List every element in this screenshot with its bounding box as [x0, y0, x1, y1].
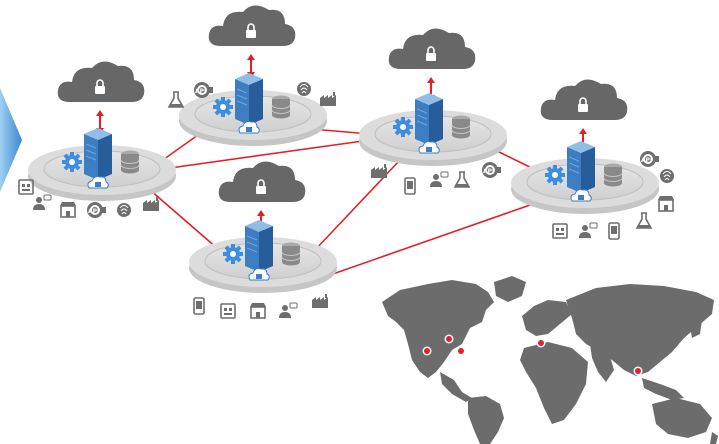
- node-east: API: [510, 78, 675, 240]
- mobile-icon: [404, 177, 416, 195]
- factory-icon: [143, 197, 159, 211]
- gear-icon: [213, 97, 233, 117]
- gear-icon: [62, 152, 82, 172]
- intro-chevron-arrow: [0, 88, 22, 192]
- fingerprint-icon: [296, 81, 312, 97]
- api-label: API: [483, 168, 494, 175]
- gear-icon: [393, 117, 413, 137]
- node-west: API: [18, 60, 177, 218]
- link-node-center-node-south: [314, 159, 401, 251]
- node-south: [188, 160, 338, 319]
- cloud-lock-icon: [217, 160, 307, 203]
- person-chat-icon: [578, 222, 598, 239]
- fingerprint-icon: [659, 168, 675, 184]
- api-label: API: [88, 208, 99, 215]
- cloud-lock-icon: [56, 60, 146, 103]
- person-chat-icon: [278, 302, 298, 319]
- server-icon: [244, 219, 274, 273]
- gear-icon: [545, 165, 565, 185]
- person-chat-icon: [32, 194, 52, 211]
- link-node-south-node-east: [329, 204, 531, 276]
- factory-icon: [320, 92, 336, 106]
- lab-flask-icon: [454, 171, 470, 188]
- world-map: [382, 276, 718, 444]
- marker-europe: [536, 338, 546, 348]
- store-icon: [220, 303, 236, 319]
- fingerprint-icon: [116, 202, 132, 218]
- factory-icon: [371, 164, 387, 178]
- database-icon: [281, 242, 301, 266]
- person-chat-icon: [429, 171, 449, 188]
- shop-icon: [249, 302, 267, 319]
- database-icon: [603, 163, 623, 187]
- marker-us-east: [456, 346, 466, 356]
- database-icon: [451, 115, 471, 139]
- marker-asia: [633, 366, 643, 376]
- node-center: API: [358, 27, 508, 195]
- marker-us-central: [444, 334, 454, 344]
- server-icon: [566, 140, 596, 194]
- link-node-west-node-center: [169, 139, 371, 169]
- node-north: API: [168, 4, 336, 147]
- server-icon: [234, 72, 264, 126]
- lab-flask-icon: [168, 91, 184, 108]
- lab-flask-icon: [636, 212, 652, 229]
- store-icon: [552, 223, 568, 239]
- api-label: API: [195, 88, 206, 95]
- cloud-lock-icon: [387, 27, 477, 70]
- shop-icon: [657, 195, 675, 212]
- server-icon: [83, 127, 113, 181]
- marker-us-west: [422, 346, 432, 356]
- shop-icon: [59, 201, 77, 218]
- gear-icon: [223, 244, 243, 264]
- api-label: API: [641, 157, 652, 164]
- factory-icon: [312, 294, 328, 308]
- cloud-lock-icon: [207, 4, 297, 47]
- network-nodes: API API API API: [18, 4, 675, 319]
- database-icon: [271, 95, 291, 119]
- server-icon: [414, 92, 444, 146]
- mobile-icon: [608, 222, 620, 240]
- mobile-icon: [193, 297, 205, 315]
- database-icon: [120, 150, 140, 174]
- cloud-lock-icon: [539, 78, 629, 121]
